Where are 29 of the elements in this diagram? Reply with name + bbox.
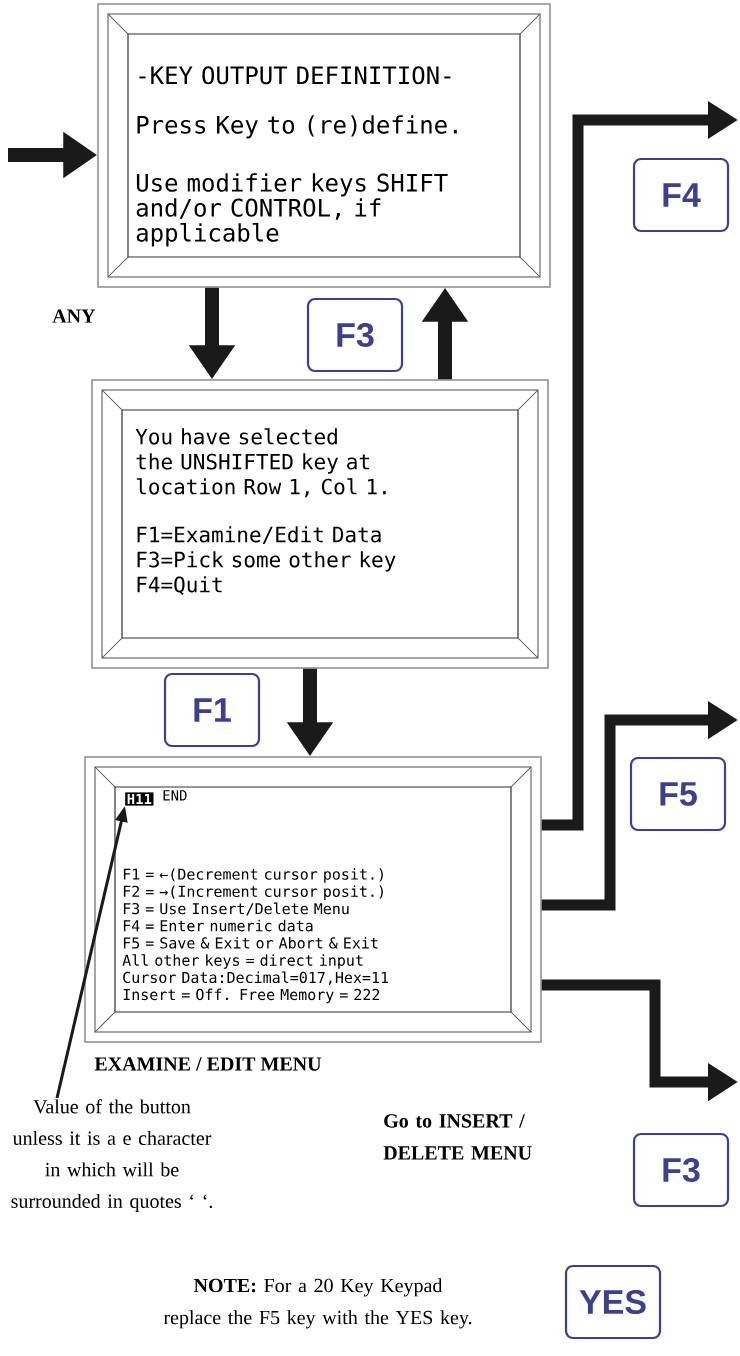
key-button: F5: [629, 756, 727, 832]
screen-text: All other keys = direct input: [122, 954, 363, 969]
screen-text: F3 = Use Insert/Delete Menu: [123, 902, 349, 916]
key-label: ANY: [52, 309, 96, 323]
screen-text: You have selected the UNSHIFTED key at location Row 1, Col 1.: [135, 428, 386, 498]
screen-text: F1 = ←(Decrement cursor posit.): [123, 868, 383, 883]
key-button: YES: [564, 1264, 662, 1340]
highlighted-cursor: H11: [125, 792, 154, 806]
screen-caption: EXAMINE / EDIT MENU: [94, 1057, 322, 1071]
note-text: Value of the button unless it is a e character in which will be surrounded in quotes ‘ ‘.: [11, 1099, 213, 1213]
screen-text: Cursor Data:Decimal=017,Hex=11: [123, 971, 389, 985]
screen-text: F5 = Save & Exit or Abort & Exit: [123, 937, 378, 949]
screen-text: Press Key to (re)define.: [137, 115, 457, 139]
screen-text: F1=Examine/Edit Data F3=Pick some other key F4=Quit: [137, 526, 396, 595]
note-text: NOTE: For a 20 Key Keypad replace the F5 key with the YES key.: [163, 1278, 472, 1329]
screen-text: Use modifier keys SHIFT and/or CONTROL, if applicable: [136, 173, 448, 247]
screen-text: -KEY OUTPUT DEFINITION-: [139, 66, 451, 85]
key-button: F1: [163, 672, 261, 748]
key-button: F3: [632, 1132, 730, 1208]
screen-text: END: [163, 790, 187, 801]
lcd-screen: [97, 3, 551, 288]
screen-text: Insert = Off. Free Memory = 222: [123, 988, 380, 1004]
screen-text: F4 = Enter numeric data: [123, 919, 313, 932]
lcd-screen: [91, 379, 549, 669]
lcd-screen: [84, 756, 542, 1043]
screen-text: F2 = →(Increment cursor posit.): [123, 885, 383, 900]
key-button: F4: [632, 157, 730, 233]
key-button: F3: [306, 297, 404, 373]
menu-label: Go to INSERT / DELETE MENU: [383, 1114, 532, 1160]
